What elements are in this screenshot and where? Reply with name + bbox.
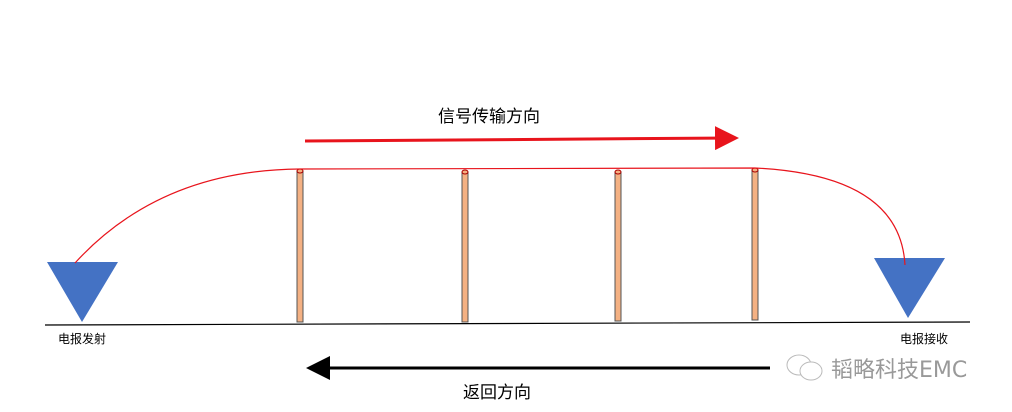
receiver-label: 电报接收 — [900, 332, 949, 346]
wechat-icon — [786, 354, 823, 381]
return-direction-label: 返回方向 — [463, 383, 531, 403]
pole — [751, 169, 759, 321]
poles — [296, 167, 759, 323]
transmitter-station — [47, 262, 118, 322]
receiver-station — [874, 258, 945, 318]
transmitter-label: 电报发射 — [58, 332, 107, 346]
ground-line — [44, 321, 971, 326]
signal-direction-label: 信号传输方向 — [438, 107, 540, 127]
watermark: 韬略科技EMC — [785, 352, 967, 384]
telegraph-wire — [74, 167, 906, 266]
pole — [461, 171, 469, 323]
signal-direction-arrow — [304, 126, 739, 151]
watermark-text: 韬略科技EMC — [831, 358, 968, 383]
pole — [296, 170, 304, 323]
pole — [614, 171, 622, 322]
